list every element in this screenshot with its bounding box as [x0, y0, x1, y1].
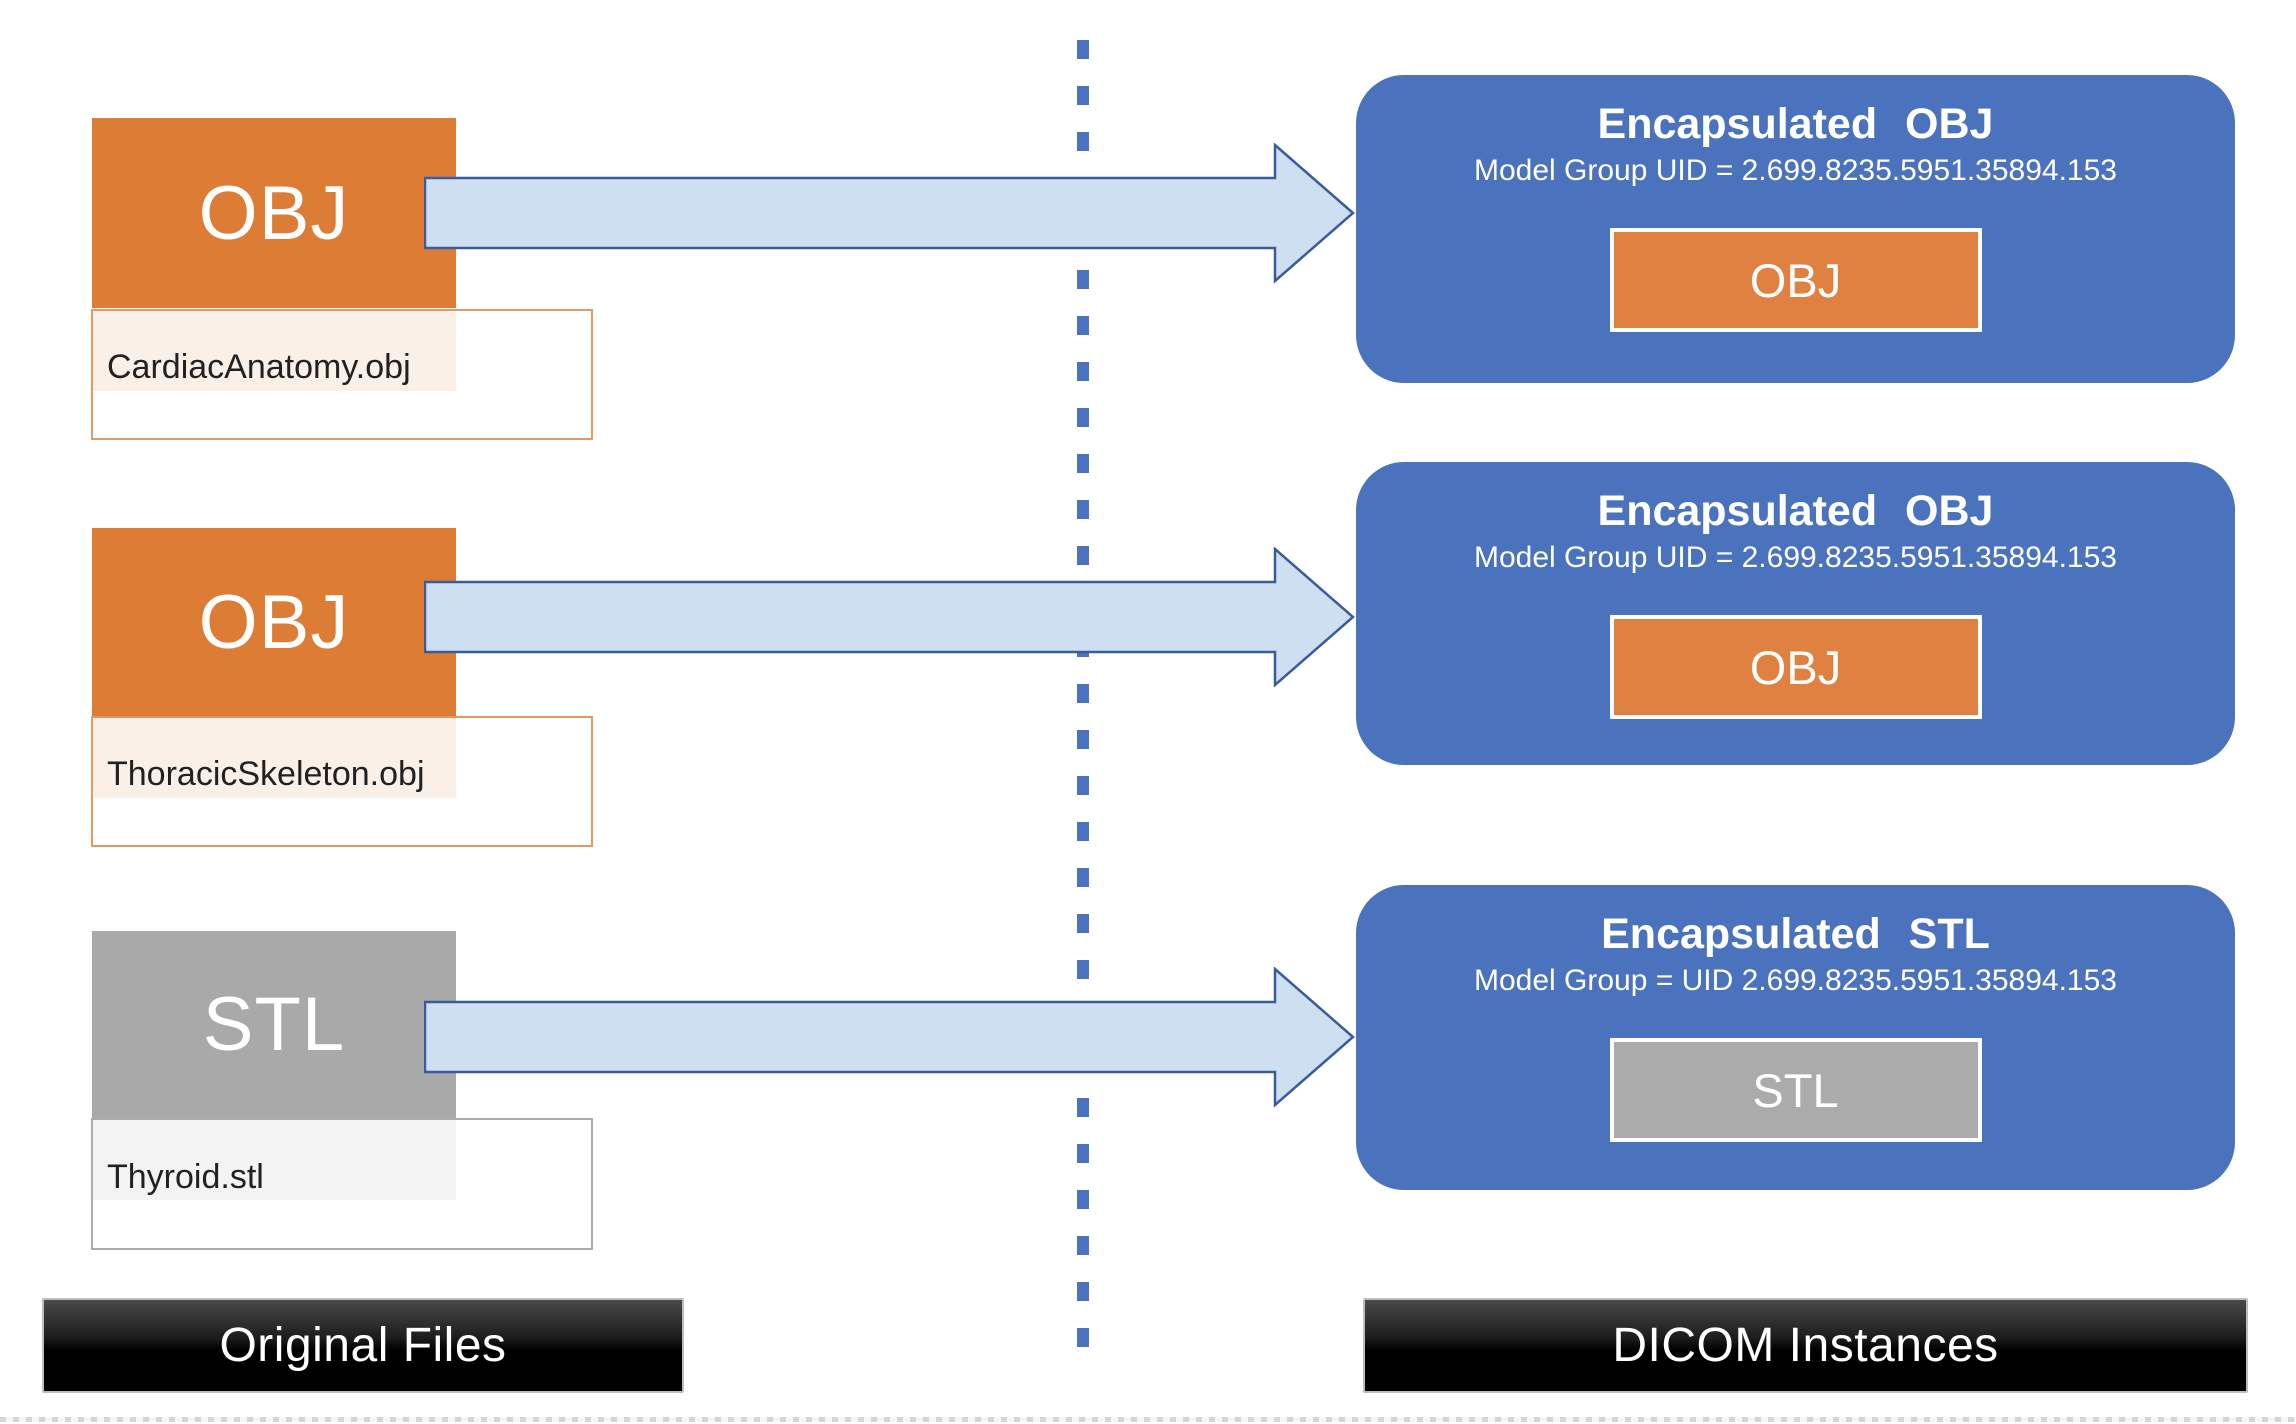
- encapsulation-arrow-2: [424, 547, 1355, 687]
- filename-box-tint: [93, 1120, 456, 1200]
- encapsulated-obj-badge: OBJ: [1609, 228, 1982, 333]
- card-title: Encapsulated OBJ: [1597, 487, 1994, 535]
- badge-label: OBJ: [1749, 640, 1842, 694]
- filename-box-1: CardiacAnatomy.obj: [91, 309, 593, 440]
- file-type-box-stl: STL: [92, 931, 456, 1118]
- encapsulation-arrow-3: [424, 967, 1355, 1107]
- encapsulation-arrow-1: [424, 143, 1355, 283]
- filename-box-tint: [93, 718, 456, 798]
- section-bar-label: Original Files: [219, 1319, 507, 1372]
- original-files-section-bar: Original Files: [42, 1298, 684, 1393]
- file-type-box-obj-1: OBJ: [92, 118, 456, 308]
- card-uid-line: Model Group = UID 2.699.8235.5951.35894.…: [1474, 964, 2117, 998]
- screenshot-bottom-edge-artifact: [0, 1417, 2296, 1422]
- filename-box-tint: [93, 311, 456, 391]
- filename-text: CardiacAnatomy.obj: [107, 348, 411, 386]
- badge-label: OBJ: [1749, 253, 1842, 307]
- file-type-label: OBJ: [198, 579, 350, 665]
- file-type-label: STL: [202, 982, 346, 1067]
- badge-label: STL: [1752, 1063, 1839, 1117]
- card-uid-line: Model Group UID = 2.699.8235.5951.35894.…: [1474, 154, 2117, 188]
- filename-text: Thyroid.stl: [107, 1157, 264, 1196]
- filename-box-3: Thyroid.stl: [91, 1118, 593, 1250]
- card-uid-line: Model Group UID = 2.699.8235.5951.35894.…: [1474, 541, 2117, 575]
- file-type-label: OBJ: [198, 170, 350, 256]
- dicom-instance-card-2: Encapsulated OBJ Model Group UID = 2.699…: [1356, 462, 2235, 765]
- dicom-instances-section-bar: DICOM Instances: [1363, 1298, 2248, 1393]
- filename-box-2: ThoracicSkeleton.obj: [91, 716, 593, 847]
- card-title: Encapsulated STL: [1601, 910, 1990, 958]
- encapsulated-obj-badge: OBJ: [1609, 615, 1982, 720]
- dicom-instance-card-3: Encapsulated STL Model Group = UID 2.699…: [1356, 885, 2235, 1190]
- filename-text: ThoracicSkeleton.obj: [107, 755, 425, 793]
- file-type-box-obj-2: OBJ: [92, 528, 456, 716]
- section-bar-label: DICOM Instances: [1612, 1319, 1999, 1372]
- card-title: Encapsulated OBJ: [1597, 100, 1994, 148]
- encapsulated-stl-badge: STL: [1609, 1038, 1982, 1143]
- dicom-instance-card-1: Encapsulated OBJ Model Group UID = 2.699…: [1356, 75, 2235, 383]
